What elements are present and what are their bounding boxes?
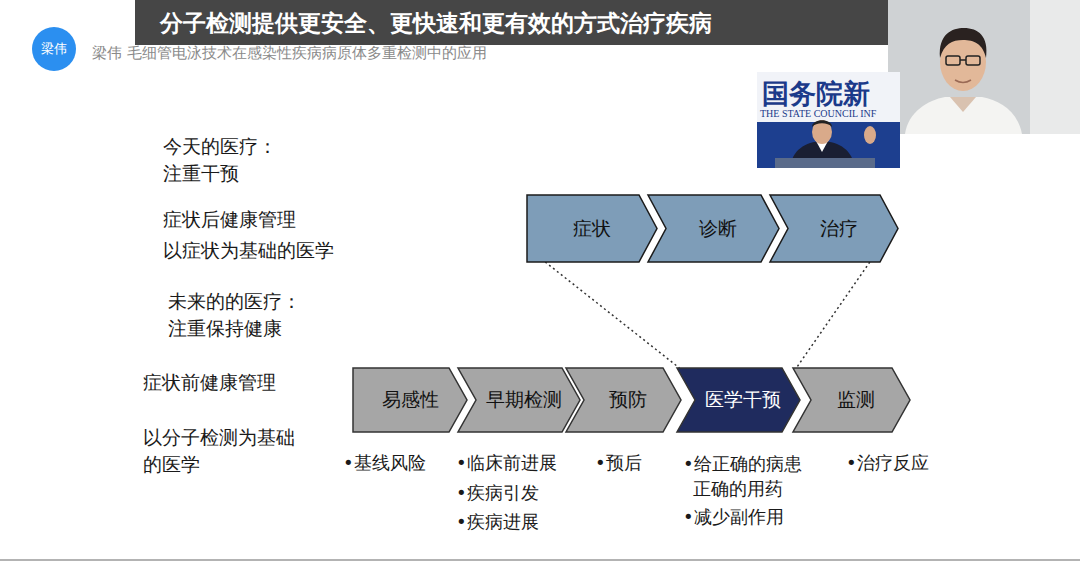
bullet-item: •基线风险: [343, 451, 426, 475]
chevron-shape: [793, 368, 910, 432]
process-chevron: 早期检测: [458, 368, 580, 432]
text-holder: 症状: [527, 195, 657, 262]
process-chevron: 预防: [566, 368, 681, 432]
text-holder: 预防: [566, 368, 681, 432]
text-holder: 监测: [793, 368, 910, 432]
node-label: 预防: [609, 387, 647, 413]
webcam-feed: [888, 0, 1080, 134]
text-holder: 梁伟: [32, 27, 76, 71]
bullet-item: •减少副作用: [683, 505, 784, 529]
node-label: 监测: [837, 387, 875, 413]
highlight-chevron: 医学干预: [677, 368, 800, 432]
bullet-item: •疾病引发: [456, 481, 539, 505]
speaker-hair: [940, 28, 987, 58]
speaker-shirt: [905, 97, 1022, 134]
side-note: 症状后健康管理: [163, 207, 296, 233]
news-person-hair: [812, 120, 832, 127]
text-holder: 医学干预: [677, 368, 800, 432]
side-note: 症状前健康管理: [143, 370, 276, 396]
side-note: 以症状为基础的医学: [163, 238, 334, 264]
webcam-wall: [888, 0, 1080, 134]
node-label: 医学干预: [705, 387, 781, 413]
avatar-circle: 梁伟: [32, 27, 76, 71]
chevron-shape: [566, 368, 681, 432]
slide-title: 分子检测提供更安全、更快速和更有效的方式治疗疾病: [160, 8, 712, 39]
bullet-item: •临床前进展: [456, 451, 557, 475]
chevron-shape: [648, 195, 779, 262]
speaker-glasses: [946, 56, 960, 65]
side-note: 今天的医疗：: [163, 134, 277, 160]
text-holder: 易感性: [353, 368, 467, 432]
speaker-glasses: [966, 56, 980, 65]
news-desk: [775, 158, 875, 168]
news-person-hand: [864, 126, 876, 144]
text-holder: 治疗: [770, 195, 898, 262]
bullet-item: •给正确的病患 正确的用药: [683, 451, 819, 501]
dotted-connector: [796, 262, 870, 368]
subtitle-text: 梁伟 毛细管电泳技术在感染性疾病病原体多重检测中的应用: [92, 44, 487, 63]
webcam-window: [1030, 0, 1080, 134]
dotted-connector: [545, 262, 679, 368]
bullet-item: •治疗反应: [846, 451, 929, 475]
news-photo-ground: [757, 72, 900, 168]
text-holder: 诊断: [648, 195, 779, 262]
side-note: 以分子检测为基础的医学: [143, 424, 303, 478]
side-note: 注重保持健康: [168, 316, 282, 342]
chevron-shape: [677, 368, 800, 432]
chevron-shape: [770, 195, 898, 262]
text-holder: 早期检测: [458, 368, 580, 432]
bullet-item: •疾病进展: [456, 510, 539, 534]
news-logo-text: THE STATE COUNCIL INF: [760, 108, 876, 119]
title-bar: [135, 0, 890, 45]
node-label: 治疗: [820, 216, 858, 242]
process-chevron: 治疗: [770, 195, 898, 262]
process-chevron: 易感性: [353, 368, 467, 432]
chevron-shape: [458, 368, 580, 432]
side-note: 注重干预: [163, 161, 239, 187]
node-label: 症状: [573, 216, 611, 242]
node-label: 易感性: [382, 387, 439, 413]
speaker-neck: [950, 97, 976, 112]
process-chevron: 监测: [793, 368, 910, 432]
chevron-shape: [527, 195, 657, 262]
news-logo-text: 国务院新: [762, 76, 870, 112]
bullet-item: •预后: [595, 451, 642, 475]
news-photo: [757, 72, 900, 168]
frame-line: [0, 559, 1080, 561]
node-label: 梁伟: [41, 40, 67, 58]
speaker-glasses: [960, 59, 966, 61]
news-person-head: [812, 120, 832, 144]
speaker-mouth: [955, 80, 971, 83]
node-label: 诊断: [699, 216, 737, 242]
process-chevron: 诊断: [648, 195, 779, 262]
news-photo-banner: [757, 72, 900, 122]
side-note: 未来的的医疗：: [168, 289, 301, 315]
node-label: 早期检测: [486, 387, 562, 413]
chevron-shape: [353, 368, 467, 432]
process-chevron: 症状: [527, 195, 657, 262]
